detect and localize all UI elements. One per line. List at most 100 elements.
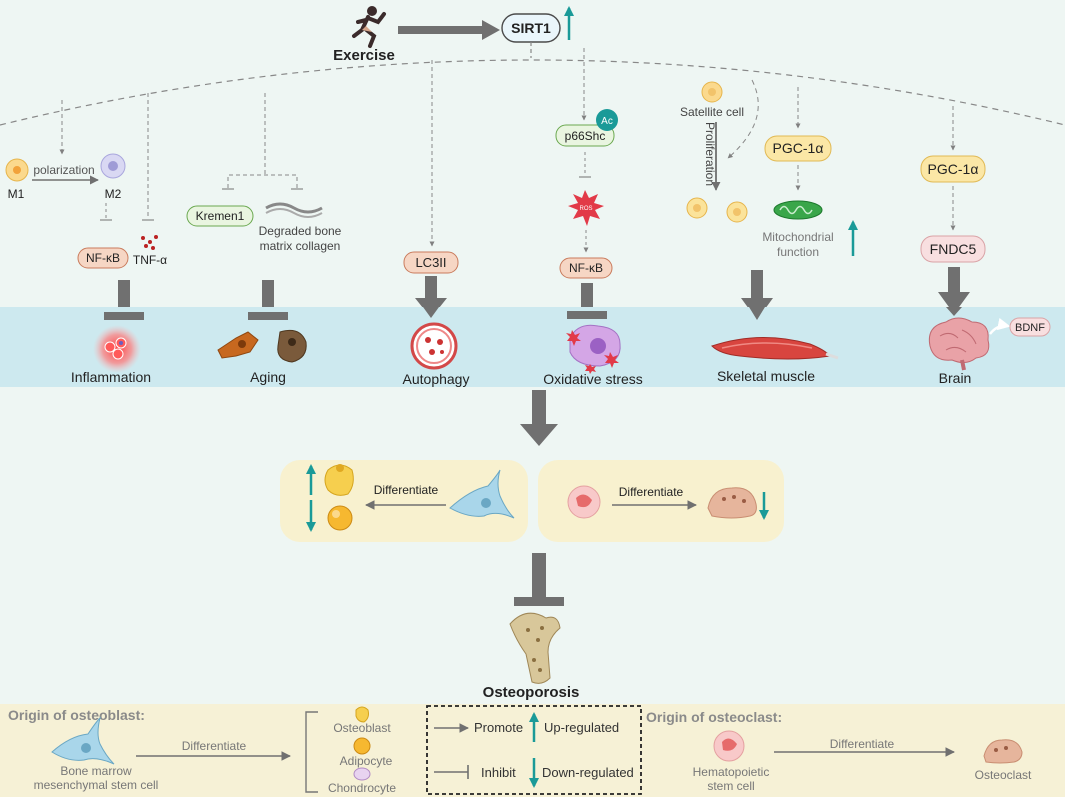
fndc5-label: FNDC5: [930, 241, 977, 257]
adipocyte-label: Adipocyte: [340, 754, 393, 768]
inflammation-icon: [93, 325, 141, 373]
tnf-dots-icon: [141, 235, 158, 250]
osteoblast-origin-label: Origin of osteoblast:: [8, 707, 145, 723]
skeletal-muscle-label: Skeletal muscle: [717, 368, 815, 384]
osteoblast-legend-icon: [355, 706, 369, 723]
mito-label-line1: Mitochondrial: [762, 230, 833, 244]
membrane-arc: [0, 59, 1065, 126]
m2-label: M2: [105, 187, 122, 201]
legend-strip: [0, 704, 1065, 797]
collagen-fiber-icon: [265, 202, 323, 218]
polarization-label: polarization: [33, 163, 94, 177]
m2-cell-icon: [100, 153, 126, 179]
osteoclast-origin-label: Origin of osteoclast:: [646, 709, 782, 725]
sirt1-label: SIRT1: [511, 20, 551, 36]
proliferation-label: Proliferation: [703, 122, 717, 186]
inhibit-label: Inhibit: [481, 765, 516, 780]
bdnf-arrow: [989, 317, 1011, 335]
osteoclast-cell-icon: [707, 487, 757, 519]
inflammation-label: Inflammation: [71, 369, 151, 385]
autophagy-arrowhead: [423, 307, 439, 318]
kremen1-label: Kremen1: [196, 209, 245, 223]
skeletal-muscle-icon: [711, 336, 839, 360]
mitochondria-icon: [773, 200, 823, 220]
muscle-arrowhead: [749, 307, 765, 320]
oxidative-label: Oxidative stress: [543, 371, 643, 387]
ros-burst-icon: [568, 190, 604, 226]
msc-cell-icon: [449, 469, 515, 519]
lc3ii-label: LC3II: [415, 255, 446, 270]
satellite-cell-icon: [701, 81, 723, 103]
promote-label: Promote: [474, 720, 523, 735]
nfkb-label-oxidative: NF-κB: [569, 261, 603, 275]
oxidative-cell-icon: [566, 324, 621, 374]
differentiate-left-label: Differentiate: [374, 483, 439, 497]
down-regulated-label: Down-regulated: [542, 765, 634, 780]
acetyl-label: Ac: [601, 116, 613, 127]
pgc1a-box-brain: [920, 155, 986, 183]
osteoclast-panel: [538, 460, 784, 542]
brain-icon: [928, 317, 990, 371]
chondrocyte-legend-icon: [353, 767, 371, 781]
osteoporosis-inhibit-arrow: [514, 553, 564, 606]
pgc1a-label-muscle: PGC-1α: [773, 140, 824, 156]
central-down-arrow: [520, 390, 558, 446]
m1-cell-icon: [5, 158, 29, 182]
hsc-legend-icon: [713, 730, 745, 762]
p66shc-label: p66Shc: [565, 129, 606, 143]
key-box: [426, 705, 642, 795]
osteoclast-label: Osteoclast: [975, 768, 1032, 782]
kremen1-box: [186, 205, 254, 227]
p66shc-box: [555, 124, 615, 147]
hsc-label-line1: Hematopoietic: [693, 765, 770, 779]
osteoblast-label: Osteoblast: [333, 721, 391, 735]
pgc1a-box-muscle: [764, 135, 832, 162]
bone-icon: [509, 612, 561, 684]
lc3ii-box: [403, 251, 459, 274]
collagen-label-line1: Degraded bone: [259, 224, 342, 238]
chondrocyte-label: Chondrocyte: [328, 781, 396, 795]
adipocyte-legend-icon: [353, 737, 371, 755]
legend-differentiate2-label: Differentiate: [830, 737, 895, 751]
legend-differentiate-label: Differentiate: [182, 739, 247, 753]
bmsc-label-line1: Bone marrow: [60, 764, 132, 778]
autophagy-label: Autophagy: [403, 371, 470, 387]
pgc1a-label-brain: PGC-1α: [928, 161, 979, 177]
differentiate-right-label: Differentiate: [619, 485, 684, 499]
bdnf-label: BDNF: [1015, 322, 1045, 334]
proliferating-cells-icon: [686, 197, 748, 223]
runner-icon: [352, 6, 386, 48]
hsc-cell-icon: [567, 485, 601, 519]
tnfa-label: TNF-α: [133, 253, 167, 267]
aging-inhibit-cap: [248, 312, 288, 320]
brain-arrowhead: [946, 307, 962, 316]
inflammation-inhibit-cap: [104, 312, 144, 320]
lineage-bracket: [305, 711, 318, 793]
collagen-label-line2: matrix collagen: [260, 239, 341, 253]
satellite-label: Satellite cell: [680, 105, 744, 119]
adipocyte-cell-icon: [327, 505, 353, 531]
bmsc-legend-icon: [51, 716, 115, 765]
exercise-label: Exercise: [333, 47, 395, 64]
nfkb-label-inflammation: NF-κB: [86, 251, 120, 265]
up-regulated-label: Up-regulated: [544, 720, 619, 735]
osteoporosis-label: Osteoporosis: [483, 684, 580, 701]
acetyl-badge: [596, 109, 618, 131]
bmsc-label-line2: mesenchymal stem cell: [34, 778, 159, 792]
exercise-to-sirt1-arrow: [398, 20, 500, 40]
bdnf-box: [1009, 317, 1051, 337]
ros-label: ROS: [579, 206, 592, 212]
m1-label: M1: [8, 187, 25, 201]
brain-arrow: [938, 267, 970, 314]
autophagosome-icon: [410, 322, 458, 370]
osteoclast-legend-icon: [983, 739, 1023, 764]
mito-label-line2: function: [777, 245, 819, 259]
nfkb-box-inflammation: [77, 247, 129, 269]
oxidative-inhibit-cap: [567, 311, 607, 319]
aging-label: Aging: [250, 369, 286, 385]
satellite-curved-arrow: [727, 79, 759, 159]
aging-cells-icon: [217, 329, 307, 363]
osteoblast-cell-icon: [324, 464, 354, 496]
outcome-band: [0, 307, 1065, 387]
